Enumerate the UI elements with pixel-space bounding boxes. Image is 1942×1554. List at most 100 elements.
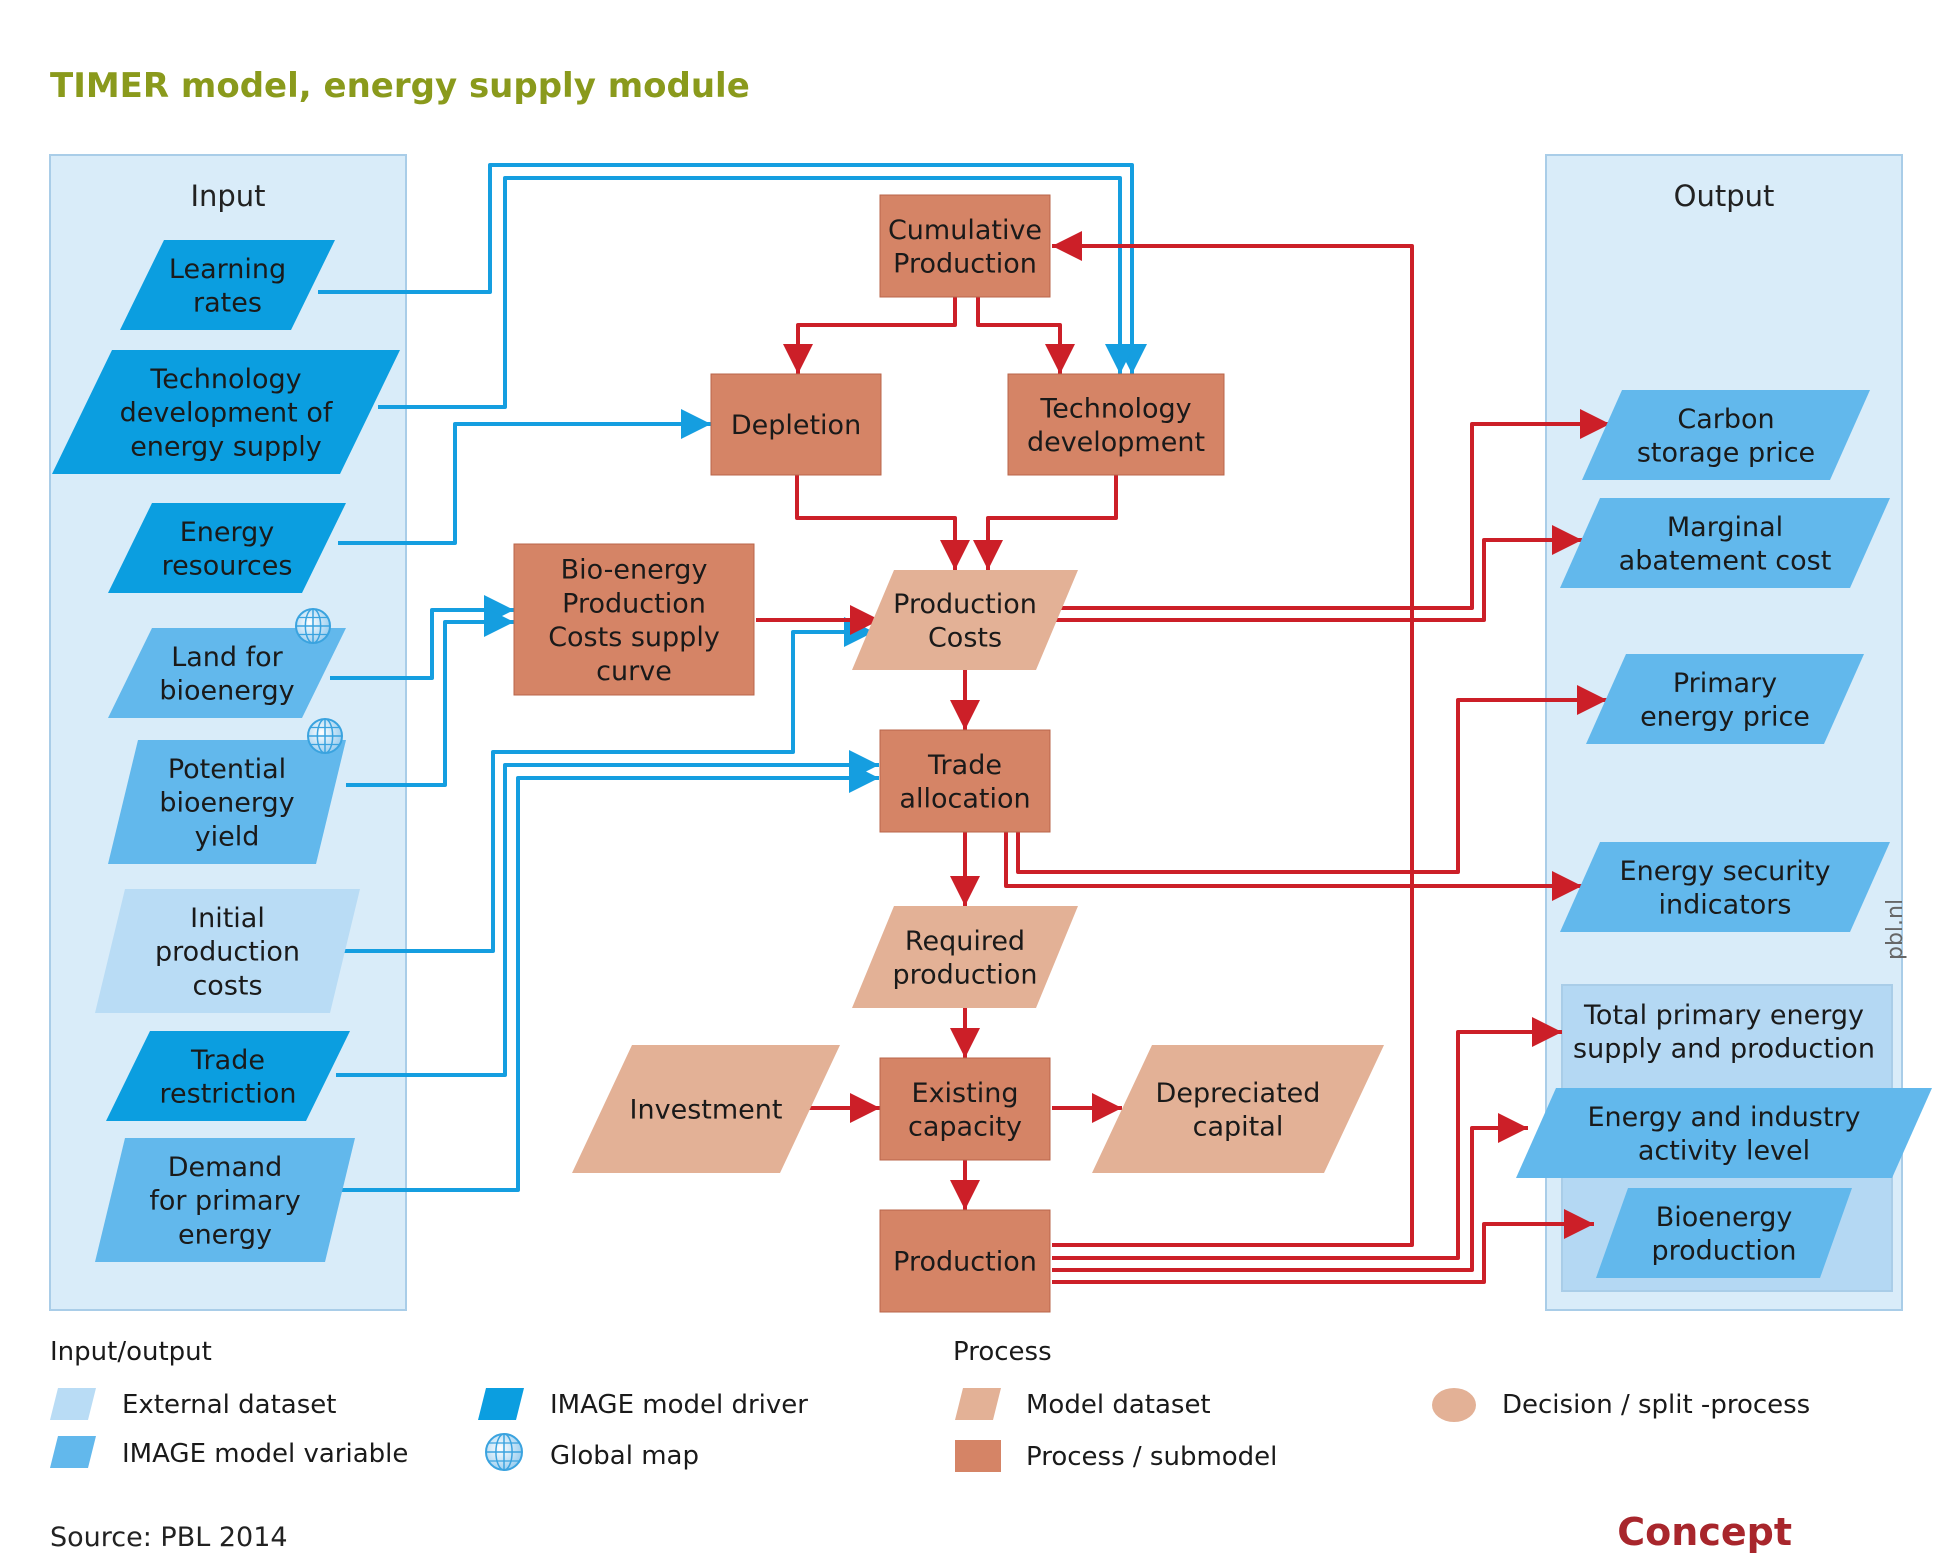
input-potential-bioenergy-yield-shape [108, 740, 346, 864]
input-potential-bioenergy-yield-label-1: Potential [168, 754, 286, 785]
process-technology-development-shape [1007, 373, 1225, 476]
connectors [318, 163, 1610, 1284]
arrow-allocation-to-required-head [950, 876, 980, 906]
output-marginal-abatement-cost-label-1: Marginal [1667, 512, 1783, 543]
process-investment-label-1: Investment [630, 1095, 783, 1126]
output-energy-industry-activity-shape [1516, 1088, 1932, 1178]
process-trade-allocation-label-1: Trade [927, 750, 1002, 781]
output-energy-security-indicators-label-2: indicators [1659, 890, 1792, 921]
page-title: TIMER model, energy supply module [50, 66, 750, 106]
process-production: Production [879, 1209, 1051, 1313]
arrow-techsupply-to-techdev [378, 176, 1122, 409]
process-technology-development-label-1: Technology [1039, 393, 1191, 424]
arrow-yield-to-bioenergy-head [484, 607, 514, 637]
process-required-production-label-1: Required [905, 926, 1025, 957]
process-cumulative-production-shape [879, 194, 1051, 298]
input-demand-primary-energy-label-2: for primary [149, 1186, 300, 1217]
output-bioenergy-production-label-1: Bioenergy [1656, 1202, 1793, 1233]
input-initial-production-costs-label-3: costs [192, 970, 262, 1001]
arrow-costs-to-marginal-head [1552, 525, 1582, 555]
process-trade-allocation-shape [879, 729, 1051, 833]
arrow-production-to-cumulative [1052, 244, 1414, 1247]
arrow-allocation-to-primary-price [1016, 698, 1607, 874]
process-bioenergy-supply-curve-label-4: curve [596, 656, 672, 687]
arrow-costs-to-carbon-head [1580, 409, 1610, 439]
arrow-existing-to-depreciated-head [1092, 1093, 1122, 1123]
output-marginal-abatement-cost-shape [1560, 498, 1890, 588]
process-depletion-label-1: Depletion [731, 410, 861, 441]
legend-model-driver-label: IMAGE model driver [550, 1390, 808, 1420]
legend-process-heading: Process [953, 1337, 1052, 1367]
output-primary-energy-price-label-1: Primary [1673, 668, 1777, 699]
arrow-bioenergy-to-costs-head [850, 605, 880, 635]
arrow-cumulative-to-depletion-head [783, 344, 813, 374]
arrow-costs-to-allocation-head [950, 700, 980, 730]
input-technology-development-supply-label-1: Technology [149, 364, 301, 395]
legend-decision-label: Decision / split -process [1502, 1390, 1810, 1420]
output-total-primary-energy-label-2: supply and production [1573, 1034, 1875, 1065]
input-learning-rates-label-2: rates [193, 288, 262, 319]
output-primary-energy-price-shape [1586, 654, 1864, 744]
process-depreciated-capital-label-2: capital [1193, 1112, 1284, 1143]
process-depletion-shape [710, 373, 882, 476]
input-technology-development-supply-label-3: energy supply [130, 431, 322, 462]
output-carbon-storage-price-label-1: Carbon [1677, 404, 1774, 435]
arrow-techdev-to-costs [986, 475, 1118, 570]
legend-model-variable-label: IMAGE model variable [122, 1439, 408, 1469]
legend-process-swatch [955, 1440, 1001, 1472]
output-energy-industry-activity-label-1: Energy and industry [1587, 1102, 1860, 1133]
arrow-production-to-total [1052, 1030, 1562, 1260]
arrow-cumulative-to-techdev [976, 297, 1062, 374]
arrow-depletion-to-costs [795, 475, 957, 570]
output-bioenergy-production-shape [1596, 1188, 1852, 1278]
input-learning-rates-shape [120, 240, 335, 330]
output-carbon-storage-price-label-2: storage price [1637, 438, 1815, 469]
process-production-label-1: Production [893, 1247, 1037, 1278]
input-demand-primary-energy-label-3: energy [178, 1219, 272, 1250]
input-land-for-bioenergy-label-2: bioenergy [159, 676, 294, 707]
process-bioenergy-supply-curve-label-3: Costs supply [548, 622, 720, 653]
output-energy-security-indicators-shape [1560, 842, 1890, 932]
arrow-investment-to-existing-head [850, 1093, 880, 1123]
arrow-production-to-bioenergy-out-head [1564, 1209, 1594, 1239]
arrow-required-to-existing-head [950, 1028, 980, 1058]
arrow-cumulative-to-techdev-head [1045, 344, 1075, 374]
input-demand-primary-energy-shape [95, 1138, 355, 1262]
arrow-techsupply-to-techdev-head [1105, 344, 1135, 374]
process-bioenergy-supply-curve-shape [513, 543, 755, 696]
arrow-learning-to-techdev [318, 163, 1134, 374]
input-energy-resources-label-1: Energy [180, 517, 275, 548]
input-panel-label: Input [190, 179, 265, 213]
output-marginal-abatement-cost-label-2: abatement cost [1619, 546, 1832, 577]
arrow-allocation-to-primary-price-head [1577, 685, 1607, 715]
process-existing-capacity-label-1: Existing [912, 1078, 1019, 1109]
input-trade-restriction-label-2: restriction [160, 1079, 297, 1110]
process-production-costs-label-2: Costs [928, 623, 1002, 654]
input-land-for-bioenergy-label-1: Land for [171, 642, 283, 673]
legend-external-dataset-label: External dataset [122, 1390, 336, 1420]
arrow-costs-to-marginal [1050, 538, 1582, 622]
input-demand-primary-energy-label-1: Demand [168, 1152, 283, 1183]
process-cumulative-production-label-1: Cumulative [888, 215, 1042, 246]
input-learning-rates-label-1: Learning [169, 254, 286, 285]
source-note: Source: PBL 2014 [50, 1522, 288, 1553]
process-investment: Investment [572, 1045, 840, 1173]
